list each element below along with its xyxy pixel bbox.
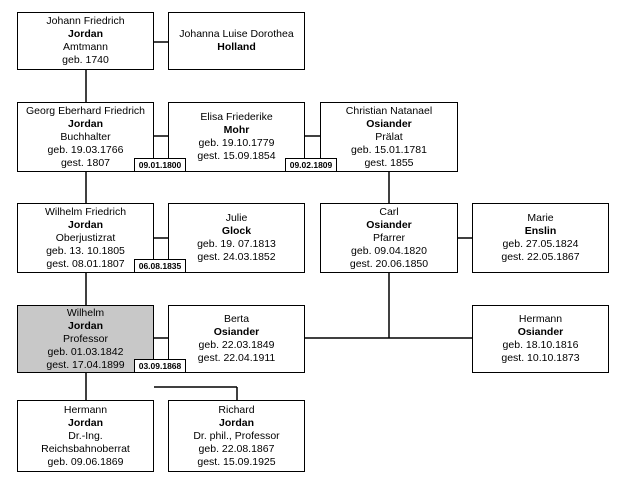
person-detail: gest. 22.05.1867	[501, 251, 580, 263]
person-detail: gest. 1855	[364, 156, 414, 169]
marriage-date-label: 09.02.1809	[285, 158, 337, 172]
person-detail: Wilhelm Friedrich	[44, 205, 127, 218]
marriage-date-label: 06.08.1835	[134, 259, 186, 273]
person-detail: Buchhalter	[60, 130, 111, 143]
person-detail: geb. 19.10.1779	[198, 137, 275, 149]
person-surname: Jordan	[67, 218, 103, 231]
person-detail: Dr. phil., Professor	[193, 429, 280, 442]
person-detail: geb. 19.03.1766	[47, 143, 124, 156]
person-detail: Prälat	[375, 130, 403, 143]
person-detail: Hermann	[518, 313, 563, 325]
person-detail: Berta	[223, 313, 250, 325]
person-detail: Julie	[225, 212, 248, 224]
person-detail: Reichsbahnoberrat	[41, 442, 130, 455]
person-surname: Osiander	[366, 218, 412, 231]
person-detail: Professor	[63, 332, 108, 345]
person-detail: Hermann	[63, 403, 108, 416]
person-detail: Marie	[527, 212, 554, 224]
person-surname: Glock	[221, 225, 252, 237]
person-detail: Johanna Luise Dorothea	[179, 28, 294, 40]
person-surname: Osiander	[366, 117, 412, 130]
person-detail: gest. 22.04.1911	[197, 352, 276, 364]
person-detail: Dr.-Ing.	[68, 429, 103, 442]
person-detail: Christian Natanael	[345, 104, 433, 117]
person-surname: Jordan	[218, 416, 254, 429]
marriage-date-label: 09.01.1800	[134, 158, 186, 172]
person-detail: gest. 17.04.1899	[46, 358, 125, 371]
person-surname: Jordan	[67, 28, 103, 40]
person-detail: gest. 15.09.1925	[197, 455, 276, 468]
person-detail: geb. 27.05.1824	[502, 238, 579, 250]
person-detail: geb. 18.10.1816	[502, 339, 579, 351]
person-detail: Johann Friedrich	[46, 15, 125, 27]
person-detail: Wilhelm	[66, 306, 105, 319]
person-detail: Amtmann	[63, 41, 108, 53]
person-detail: Georg Eberhard Friedrich	[25, 104, 146, 117]
person-detail: gest. 08.01.1807	[46, 257, 125, 270]
person-detail: gest. 1807	[60, 156, 111, 169]
person-detail: geb. 13. 10.1805	[46, 244, 125, 257]
person-detail: geb. 22.08.1867	[198, 442, 275, 455]
person-surname: Osiander	[517, 326, 564, 338]
person-detail: gest. 10.10.1873	[501, 352, 580, 364]
person-detail: gest. 24.03.1852	[197, 251, 276, 263]
person-surname: Mohr	[223, 124, 250, 136]
person-detail: Elisa Friederike	[200, 111, 273, 123]
person-detail: Carl	[379, 205, 399, 218]
person-surname: Osiander	[213, 326, 260, 338]
person-surname: Jordan	[67, 319, 103, 332]
person-detail: geb. 1740	[62, 54, 109, 66]
person-detail: geb. 15.01.1781	[351, 143, 427, 156]
person-surname: Jordan	[67, 416, 103, 429]
person-detail: geb. 09.06.1869	[47, 455, 124, 468]
person-detail: geb. 01.03.1842	[47, 345, 124, 358]
marriage-date-label: 03.09.1868	[134, 359, 186, 373]
person-detail: Oberjustizrat	[55, 231, 116, 244]
person-detail: Pfarrer	[372, 231, 406, 244]
person-detail: gest. 15.09.1854	[197, 150, 276, 162]
person-detail: gest. 20.06.1850	[349, 257, 429, 270]
person-detail: geb. 19. 07.1813	[197, 238, 276, 250]
person-detail: Richard	[218, 403, 255, 416]
person-detail: geb. 09.04.1820	[351, 244, 427, 257]
person-surname: Jordan	[67, 117, 103, 130]
person-detail: geb. 22.03.1849	[198, 339, 275, 351]
person-surname: Enslin	[524, 225, 557, 237]
person-surname: Holland	[217, 41, 256, 53]
